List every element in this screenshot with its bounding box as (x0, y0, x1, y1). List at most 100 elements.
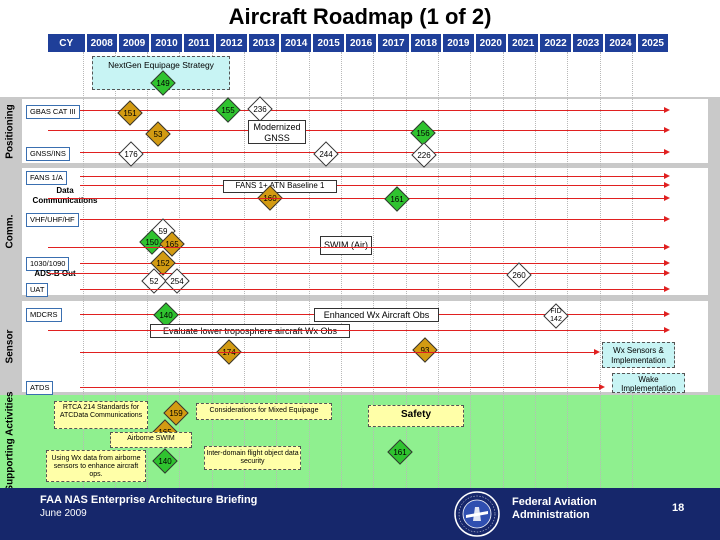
milestone-diamond: 176 (118, 141, 144, 167)
year-cell: 2009 (118, 34, 150, 52)
data-communications-label: Data Communications (32, 186, 98, 205)
milestone-diamond: 93 (412, 337, 438, 363)
year-cell: 2013 (248, 34, 280, 52)
milestone-diamond: 155 (215, 97, 241, 123)
year-cell: 2022 (540, 34, 571, 52)
year-gridline (244, 52, 245, 488)
timeline-arrow (80, 260, 670, 266)
year-cell: 2014 (281, 34, 312, 52)
milestone-diamond: 152 (150, 250, 176, 276)
supporting-section-label: Supporting Activities (4, 391, 16, 492)
sensor-section-label: Sensor (4, 329, 16, 364)
timeline-arrow (80, 149, 670, 155)
milestone-diamond: 161 (384, 186, 410, 212)
milestone-diamond: 156 (410, 120, 436, 146)
milestone-diamond: 150 (139, 229, 165, 255)
timeline-arrow (48, 195, 670, 201)
milestone-diamond: 226 (411, 142, 437, 168)
year-cell: 2024 (605, 34, 636, 52)
interdomain-security-box: Inter-domain flight object data security (204, 446, 301, 470)
year-gridline (309, 52, 310, 488)
wx-sensors-box: Wx Sensors & Implementation (602, 342, 675, 368)
year-gridline (341, 52, 342, 488)
milestone-diamond: 140 (153, 302, 179, 328)
mixed-equipage-box: Considerations for Mixed Equipage (196, 403, 332, 420)
year-gridline (438, 52, 439, 488)
rtca-standards-box: RTCA 214 Standards for ATCData Communica… (54, 401, 148, 429)
safety-box: Safety (368, 405, 464, 427)
year-cell: 2018 (410, 34, 442, 52)
year-gridline (535, 52, 536, 488)
comm-area (22, 168, 708, 295)
milestone-diamond: 52 (141, 268, 167, 294)
year-cell: 2017 (378, 34, 409, 52)
row-label-vhf: VHF/UHF/HF (26, 213, 79, 227)
year-cell: 2023 (572, 34, 604, 52)
enhanced-wx-obs-box: Enhanced Wx Aircraft Obs (314, 308, 439, 322)
positioning-band: Positioning (0, 97, 720, 165)
year-cell: 2025 (637, 34, 669, 52)
milestone-diamond: 159 (163, 400, 189, 426)
row-label-gbas: GBAS CAT III (26, 105, 80, 119)
year-gridline (470, 52, 471, 488)
row-label-atds: ATDS (26, 381, 54, 395)
row-label-1030-1090: 1030/1090 (26, 257, 70, 271)
year-cell: CY (48, 34, 85, 52)
wake-implementation-box: Wake Implementation (612, 373, 685, 393)
timeline-arrow (48, 327, 670, 333)
year-gridline (600, 52, 601, 488)
nextgen-equipage-label: NextGen Equipage Strategy (108, 60, 214, 70)
year-header: CY 2008 2009 2010 2011 2012 2013 2014 20… (48, 34, 669, 52)
milestone-diamond: 260 (506, 262, 532, 288)
airborne-swim-box: Airborne SWIM (110, 432, 192, 448)
faa-seal-icon (454, 491, 500, 537)
using-wx-data-box: Using Wx data from airborne sensors to e… (46, 450, 146, 482)
timeline-arrow (80, 286, 670, 292)
row-label-mdcrs: MDCRS (26, 308, 62, 322)
timeline-arrow (48, 127, 670, 133)
row-label-uat: UAT (26, 283, 49, 297)
footer-title: FAA NAS Enterprise Architecture Briefing (40, 494, 258, 506)
ads-b-out-label: ADS-B Out (34, 269, 76, 278)
footer-bar: FAA NAS Enterprise Architecture Briefing… (0, 488, 720, 540)
timeline-arrow (48, 270, 670, 276)
year-gridline (503, 52, 504, 488)
year-gridline (632, 52, 633, 488)
positioning-section-label: Positioning (4, 103, 16, 159)
milestone-diamond: 244 (313, 141, 339, 167)
milestone-diamond: 161 (387, 439, 413, 465)
timeline-arrow (80, 173, 670, 179)
milestone-diamond: 254 (164, 268, 190, 294)
row-label-gnss: GNSS/INS (26, 147, 70, 161)
footer-org: Federal Aviation Administration (512, 496, 597, 522)
year-gridline (115, 52, 116, 488)
timeline-arrow (48, 244, 670, 250)
milestone-diamond: 236 (247, 96, 273, 122)
year-cell: 2012 (216, 34, 247, 52)
modernized-gnss-box: Modernized GNSS (248, 120, 306, 144)
year-gridline (567, 52, 568, 488)
timeline-arrow (80, 216, 670, 222)
footer-org-line2: Administration (512, 509, 590, 521)
row-label-fans1a: FANS 1/A (26, 171, 67, 185)
timeline-arrow (80, 384, 605, 390)
page-title: Aircraft Roadmap (1 of 2) (228, 4, 492, 29)
year-cell: 2008 (86, 34, 117, 52)
footer-date: June 2009 (40, 508, 87, 519)
year-cell: 2016 (345, 34, 377, 52)
footer-org-line1: Federal Aviation (512, 496, 597, 508)
timeline-arrow (80, 349, 600, 355)
year-cell: 2011 (183, 34, 215, 52)
milestone-diamond: 53 (145, 121, 171, 147)
year-cell: 2020 (475, 34, 506, 52)
evaluate-troposphere-box: Evaluate lower troposphere aircraft Wx O… (150, 324, 350, 338)
year-cell: 2019 (443, 34, 474, 52)
milestone-diamond: 140 (152, 448, 178, 474)
timeline-arrow (80, 182, 670, 188)
year-gridline (83, 52, 84, 488)
milestone-diamond: 165 (159, 231, 185, 257)
milestone-diamond: 149 (150, 70, 176, 96)
year-cell: 2021 (507, 34, 539, 52)
page-number: 18 (672, 502, 685, 514)
year-cell: 2015 (313, 34, 344, 52)
